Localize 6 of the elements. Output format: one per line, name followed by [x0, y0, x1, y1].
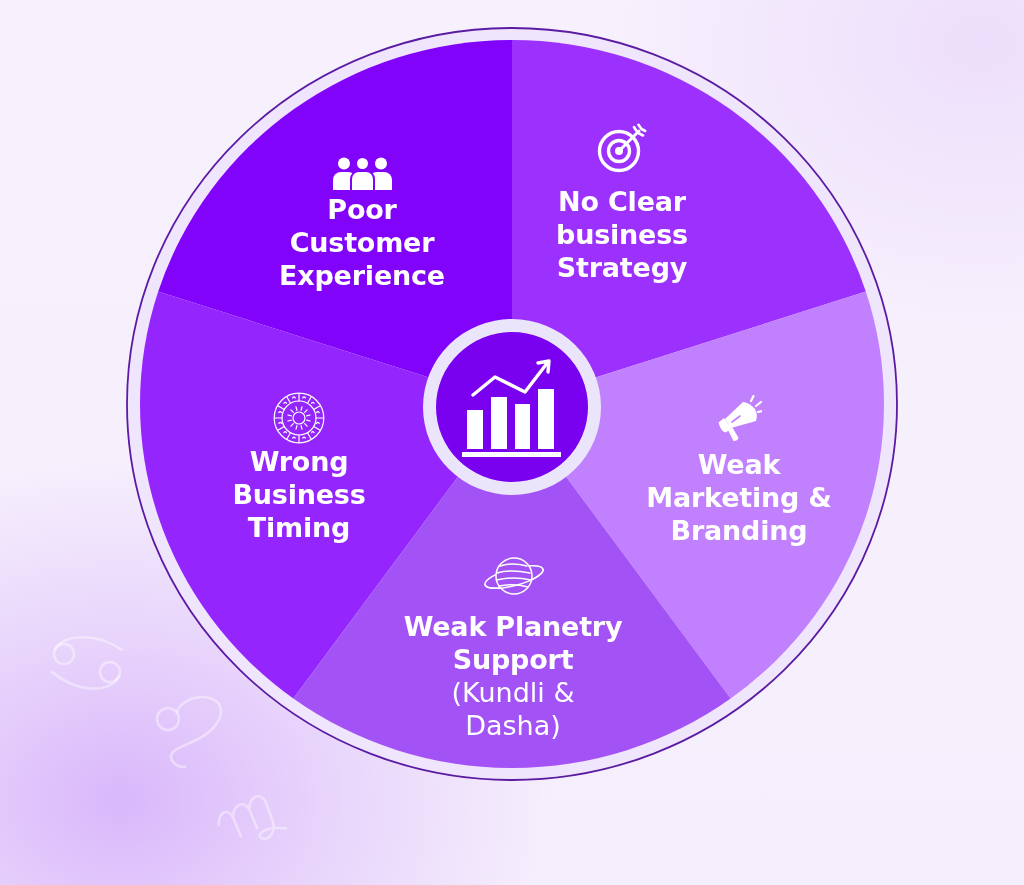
segment-title: Wrong Business Timing — [231, 445, 367, 544]
segment-note: (Kundli & Dasha) — [450, 676, 576, 742]
segment-title: Weak Planetry Support — [402, 610, 624, 676]
segment-title: No Clear business Strategy — [555, 185, 689, 284]
segment-title: Weak Marketing & Branding — [645, 448, 833, 547]
segment-title: Poor Customer Experience — [278, 193, 446, 292]
